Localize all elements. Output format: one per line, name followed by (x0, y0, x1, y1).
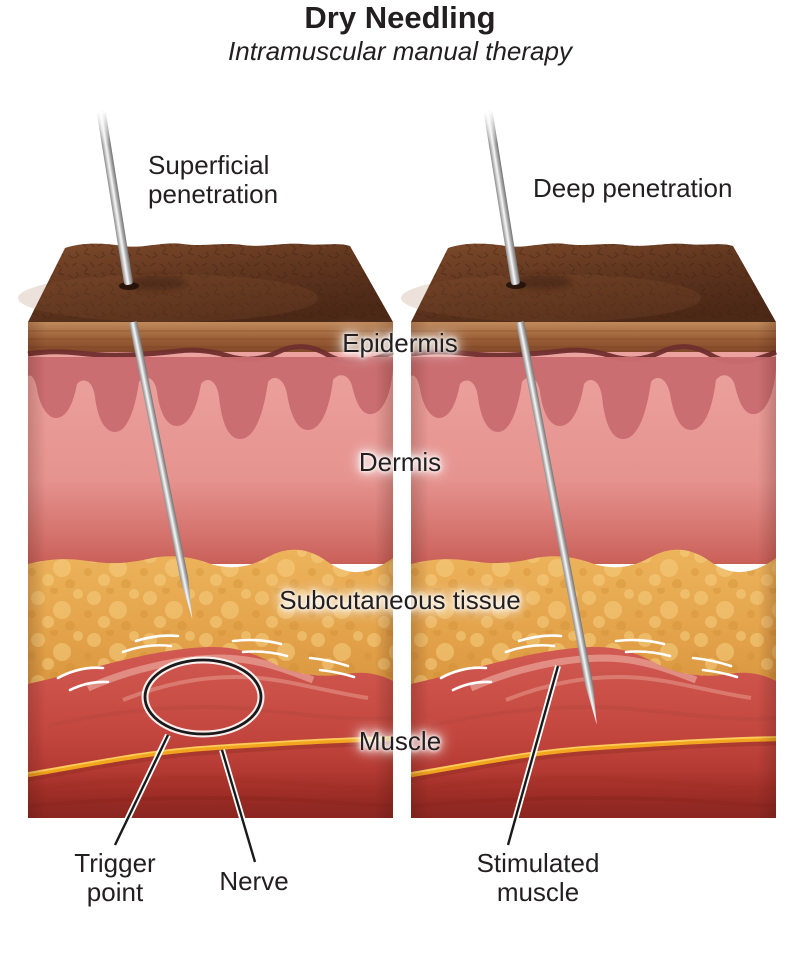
nerve-leader-line (219, 749, 258, 863)
needle-left-below-surface (129, 321, 193, 620)
needle-entry-hole-right (506, 281, 526, 289)
layer-label-subcutaneous-tissue: Subcutaneous tissue (279, 585, 521, 615)
annotation-stimulated-muscle: Stimulated muscle (476, 848, 600, 907)
left-panel-overlays (96, 110, 265, 863)
annotation-nerve: Nerve (219, 866, 289, 896)
stimulated-muscle-leader-line (505, 665, 561, 846)
needle-entry-hole-left (119, 282, 139, 290)
page-title: Dry Needling (304, 0, 496, 35)
annotation-trigger-point: Trigger point (74, 848, 156, 907)
needle-entry-shadow-right (512, 275, 572, 289)
needle-right-above-surface (483, 110, 520, 286)
layer-label-dermis: Dermis (358, 447, 442, 477)
needle-left-above-surface (96, 110, 133, 286)
trigger-point-circle (141, 656, 265, 738)
layer-label-muscle: Muscle (358, 726, 442, 756)
needle-entry-shadow-left (126, 276, 186, 290)
caption-deep-penetration: Deep penetration (533, 173, 733, 203)
page-subtitle: Intramuscular manual therapy (228, 36, 572, 66)
layer-label-epidermis: Epidermis (342, 328, 458, 358)
trigger-point-leader-line (112, 733, 171, 847)
needle-right-below-surface (516, 321, 597, 725)
caption-superficial-penetration: Superficial penetration (148, 150, 279, 209)
right-panel-overlays (483, 110, 597, 846)
